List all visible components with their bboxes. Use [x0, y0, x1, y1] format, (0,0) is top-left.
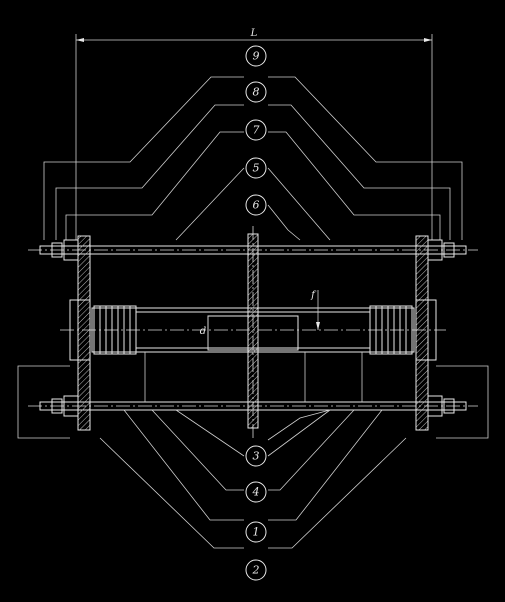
- dimension-label: L: [250, 28, 258, 39]
- offset-mark: f: [310, 290, 317, 301]
- svg-text:3: 3: [253, 450, 260, 463]
- svg-text:6: 6: [253, 199, 260, 212]
- bore-mark: d: [200, 326, 206, 337]
- center-plate: [247, 226, 259, 440]
- callout-bubble: 3: [245, 445, 267, 467]
- svg-text:8: 8: [253, 86, 260, 99]
- svg-text:1: 1: [253, 526, 260, 539]
- callout-bubble: 2: [245, 559, 267, 581]
- offset-dimension: f: [310, 290, 320, 330]
- leader-lines-bottom: [99, 409, 407, 549]
- flange-right: [415, 235, 437, 431]
- callout-bubble: 1: [245, 521, 267, 543]
- svg-text:7: 7: [253, 124, 260, 137]
- bellows-left: [93, 305, 137, 355]
- svg-text:4: 4: [252, 486, 260, 499]
- callouts-bottom: 3 4 1 2: [245, 445, 267, 581]
- bore-dimension: d: [200, 316, 209, 350]
- leader-lines-top: [43, 76, 463, 241]
- callout-bubble: 9: [245, 45, 267, 67]
- svg-text:2: 2: [252, 564, 260, 577]
- callout-bubble: 6: [245, 194, 267, 216]
- callout-bubble: 4: [245, 481, 267, 503]
- svg-text:9: 9: [253, 50, 260, 63]
- callout-bubble: 5: [245, 157, 267, 179]
- callouts-top: 9 8 7 5 6: [245, 45, 267, 216]
- flange-left: [69, 235, 91, 431]
- base-bracket: [17, 365, 489, 439]
- svg-text:5: 5: [253, 162, 260, 175]
- dimension-L: L: [75, 28, 433, 240]
- bellows-right: [369, 305, 413, 355]
- callout-bubble: 7: [245, 119, 267, 141]
- callout-bubble: 8: [245, 81, 267, 103]
